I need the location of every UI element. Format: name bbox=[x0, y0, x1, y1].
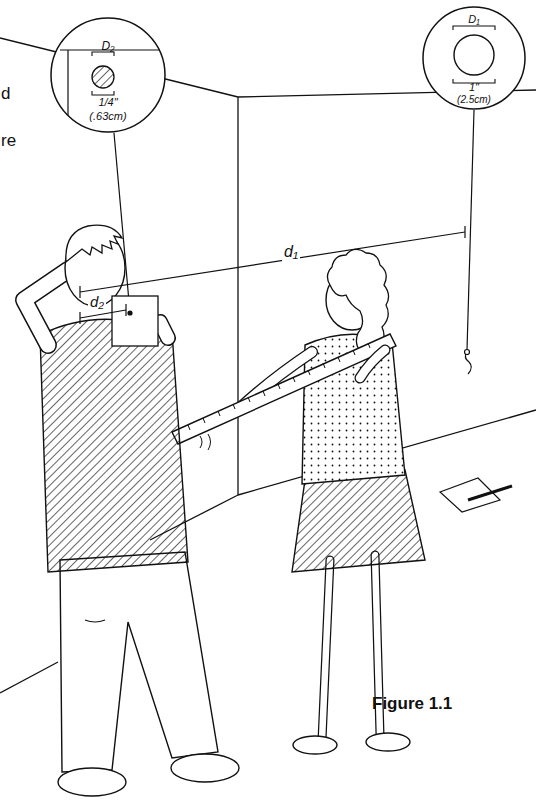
boy-arm-fill bbox=[24, 270, 68, 345]
size-value: 1/4" bbox=[50, 96, 166, 108]
ruler-ticks bbox=[188, 343, 370, 430]
boy-arm bbox=[24, 270, 68, 345]
girl-arm-fill bbox=[360, 350, 385, 378]
cut-off-text: d bbox=[1, 84, 10, 104]
boy-shoe bbox=[58, 768, 126, 796]
callout-circle: D₁ 1"(2.5cm) bbox=[422, 6, 526, 110]
size-value: (.63cm) bbox=[50, 110, 166, 122]
string bbox=[465, 352, 471, 374]
ruler bbox=[172, 334, 396, 444]
callout-circle-shape bbox=[51, 18, 165, 132]
callout-circle-shape bbox=[423, 7, 525, 109]
boy-hair bbox=[66, 225, 122, 262]
leader-line bbox=[467, 110, 474, 350]
floor-line bbox=[0, 662, 58, 693]
boy-shoe bbox=[171, 754, 239, 782]
girl-legs-fill bbox=[322, 555, 380, 740]
figure-caption: Figure 1.1 bbox=[372, 694, 452, 714]
card bbox=[112, 296, 158, 346]
diameter-symbol: D₂ bbox=[50, 39, 166, 53]
cut-off-text: re bbox=[1, 131, 16, 151]
card-hole bbox=[127, 310, 132, 315]
dimension-tick bbox=[80, 226, 465, 298]
diameter-symbol: D₁ bbox=[422, 13, 526, 25]
boy-pocket bbox=[85, 620, 105, 622]
boy-pants bbox=[60, 552, 218, 772]
dimension-line bbox=[80, 232, 465, 292]
motion-lines bbox=[200, 434, 211, 450]
girl-shoe bbox=[366, 733, 410, 751]
corner-line bbox=[237, 97, 238, 495]
pencil bbox=[468, 486, 512, 500]
size-value: (2.5cm) bbox=[422, 94, 526, 105]
girl-legs bbox=[322, 555, 380, 740]
distance-label: d₂ bbox=[88, 293, 106, 310]
distance-label: d₁ bbox=[282, 243, 300, 261]
paper-sheet bbox=[440, 478, 500, 512]
girl-shoe bbox=[293, 736, 337, 754]
girl-arm bbox=[360, 350, 385, 378]
boy-shirt bbox=[40, 319, 188, 572]
callout-circle: D₂ 1/4" (.63cm) bbox=[50, 17, 166, 133]
size-value: 1" bbox=[422, 81, 526, 93]
dimension-line bbox=[80, 310, 126, 318]
target-hole bbox=[465, 350, 470, 355]
girl-hair bbox=[327, 249, 388, 353]
girl-skirt bbox=[292, 470, 425, 572]
